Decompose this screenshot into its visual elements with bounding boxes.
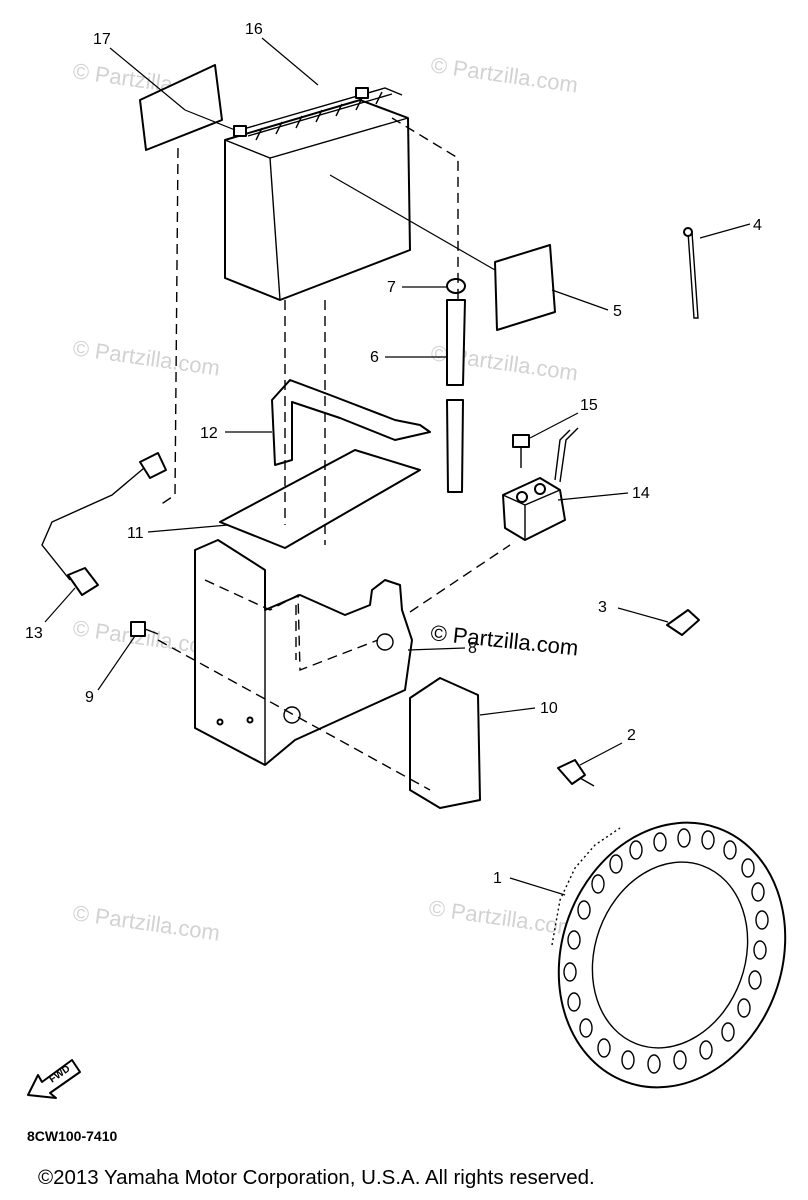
copyright-notice: ©2013 Yamaha Motor Corporation, U.S.A. A… <box>38 1166 595 1189</box>
box-bolt <box>130 621 159 637</box>
watermark: © Partzilla.com <box>71 335 221 380</box>
callout-9: 9 <box>85 689 94 706</box>
callout-5: 5 <box>613 303 622 320</box>
callout-17: 17 <box>93 31 111 48</box>
callout-12: 12 <box>200 425 218 442</box>
callout-3: 3 <box>598 599 607 616</box>
battery-sheet <box>219 449 421 549</box>
callout-8: 8 <box>468 640 477 657</box>
callout-13: 13 <box>25 625 43 642</box>
watermark-emphasis: © Partzilla.com <box>429 620 579 660</box>
battery <box>224 87 496 301</box>
leader-lines <box>44 37 751 896</box>
watermark: © Partzilla.com <box>429 52 579 97</box>
rotor-holes <box>563 828 769 1074</box>
callout-7: 7 <box>387 279 396 296</box>
callout-14: 14 <box>632 485 650 502</box>
fwd-arrow-icon: FWD <box>27 1059 81 1099</box>
watermark: © Partzilla.com <box>427 895 577 940</box>
clip <box>666 609 700 636</box>
assembly-lines <box>157 117 511 791</box>
cover-plate <box>409 677 481 809</box>
watermark: © Partzilla.com <box>71 900 221 945</box>
callout-1: 1 <box>493 870 502 887</box>
pad <box>494 244 556 331</box>
disc-rotor <box>551 821 787 1089</box>
callout-11: 11 <box>127 525 144 542</box>
starter-relay <box>502 427 579 541</box>
clamp <box>446 278 466 294</box>
relay-bolt <box>512 434 530 468</box>
battery-band <box>271 379 431 466</box>
cable-tie <box>683 227 699 319</box>
battery-box <box>194 539 413 766</box>
callout-16: 16 <box>245 21 263 38</box>
callout-4: 4 <box>753 217 762 234</box>
diagram-code: 8CW100-7410 <box>27 1128 117 1144</box>
callout-numbers: 1 2 3 4 5 6 7 8 9 10 11 12 13 14 15 16 1… <box>25 21 762 887</box>
callout-2: 2 <box>627 727 636 744</box>
callout-6: 6 <box>370 349 379 366</box>
breather-hose <box>446 299 466 493</box>
rotor-bolt <box>557 759 595 787</box>
battery-label <box>139 64 236 151</box>
callout-10: 10 <box>540 700 558 717</box>
callout-15: 15 <box>580 397 598 414</box>
battery-lead <box>41 452 167 596</box>
